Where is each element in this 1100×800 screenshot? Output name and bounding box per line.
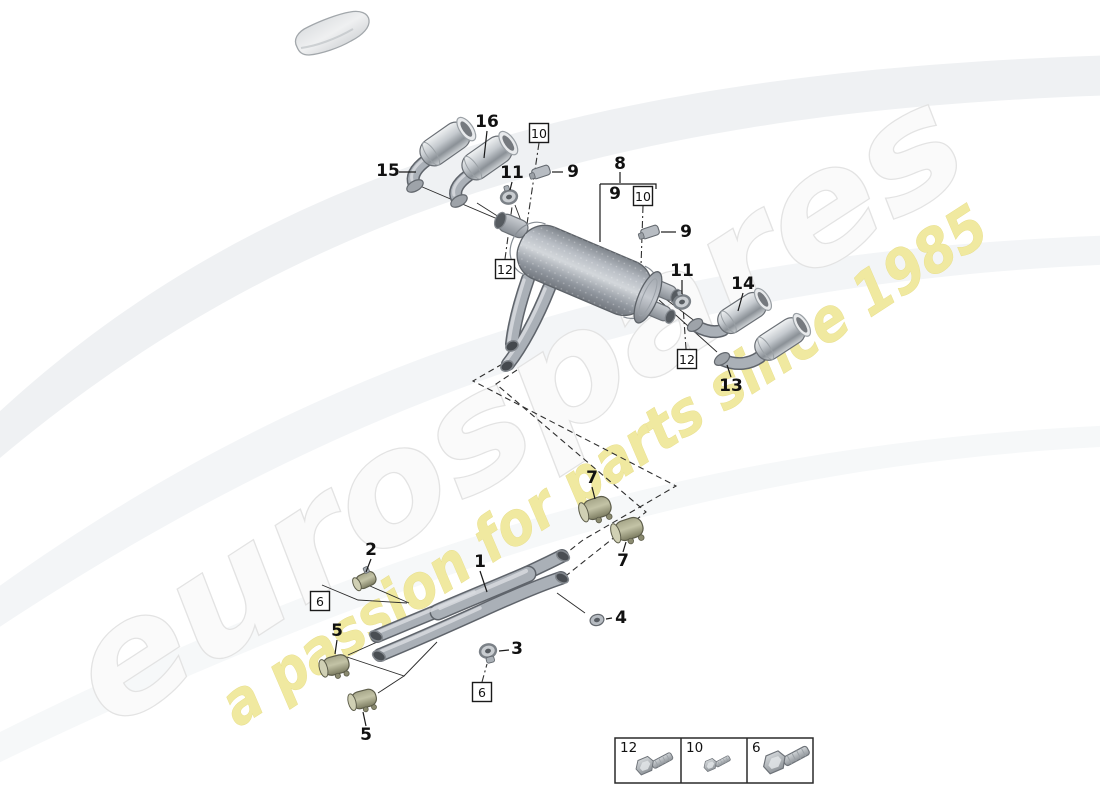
callout-7-upper[interactable]: 7 [586, 468, 598, 488]
tailpipe-13 [713, 312, 812, 371]
clamp-5-lower [347, 688, 378, 713]
callout-8[interactable]: 8 [614, 154, 626, 174]
callout-11-right[interactable]: 11 [670, 261, 694, 281]
front-pipe-1 [368, 549, 571, 662]
muffler-downpipes [500, 272, 556, 372]
callout-15[interactable]: 15 [376, 161, 400, 181]
boxed-callouts: 10 10 12 12 6 6 [309, 122, 698, 703]
legend-label-12: 12 [620, 740, 637, 756]
svg-text:6: 6 [478, 685, 486, 700]
tailpipe-14 [686, 287, 773, 339]
boxed-callout-10-left[interactable]: 10 [528, 122, 550, 144]
boxed-callout-12-left[interactable]: 12 [494, 258, 516, 280]
clamp-9-left [528, 164, 551, 180]
tailpipe-15 [406, 116, 477, 193]
car-silhouette [294, 10, 370, 56]
callout-14[interactable]: 14 [731, 274, 755, 294]
background-swoosh [0, 55, 1100, 763]
callout-11-left[interactable]: 11 [500, 163, 524, 183]
callout-7-lower[interactable]: 7 [617, 551, 629, 571]
boxed-callout-6-left[interactable]: 6 [309, 590, 331, 612]
bracket-11-left [499, 185, 519, 205]
callout-9-right[interactable]: 9 [680, 222, 692, 242]
callout-3[interactable]: 3 [511, 639, 523, 659]
tailpipe-16 [449, 130, 519, 208]
svg-text:10: 10 [635, 189, 651, 204]
legend-label-10: 10 [686, 740, 703, 756]
boxed-callout-12-right[interactable]: 12 [676, 348, 698, 370]
svg-text:12: 12 [497, 262, 513, 277]
svg-text:10: 10 [531, 126, 547, 141]
leader-lines [334, 130, 744, 727]
boxed-callout-6-bottom[interactable]: 6 [471, 681, 493, 703]
boxed-callout-10-right[interactable]: 10 [632, 185, 654, 207]
legend-label-6: 6 [752, 740, 761, 756]
legend-table: 12 10 6 [614, 736, 814, 784]
callout-5-upper[interactable]: 5 [331, 621, 343, 641]
nut-4 [589, 613, 605, 627]
bracket-11-right [672, 290, 692, 310]
callout-2[interactable]: 2 [365, 540, 377, 560]
svg-text:6: 6 [316, 594, 324, 609]
callout-16[interactable]: 16 [475, 112, 499, 132]
svg-text:12: 12 [679, 352, 695, 367]
clamp-9-right [637, 224, 660, 240]
callout-9-top[interactable]: 9 [567, 162, 579, 182]
callouts: 1 2 3 4 5 5 7 7 8 9 9 9 11 11 13 14 15 1… [331, 112, 755, 745]
mount-7-lower [610, 516, 645, 545]
callout-1[interactable]: 1 [474, 552, 486, 572]
callout-9-mid[interactable]: 9 [609, 184, 621, 204]
clamp-5-upper [318, 654, 350, 679]
callout-13[interactable]: 13 [719, 376, 743, 396]
mount-7-upper [578, 495, 613, 524]
clamp-3 [478, 643, 498, 664]
callout-4[interactable]: 4 [615, 608, 627, 628]
callout-5-lower[interactable]: 5 [360, 725, 372, 745]
